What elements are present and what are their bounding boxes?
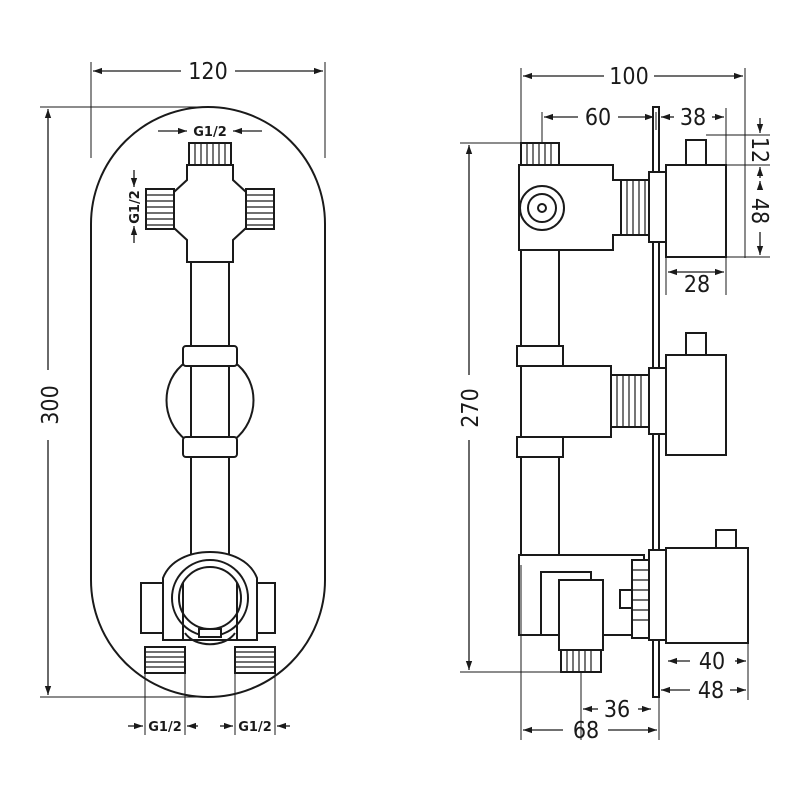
bottom-valve-body xyxy=(140,550,276,674)
front-vertical-pipe xyxy=(165,261,255,563)
side-handle-offset-dimension: 38 xyxy=(661,105,727,165)
total-depth-label: 100 xyxy=(609,64,649,90)
thermostat-depth-label: 48 xyxy=(698,678,724,704)
bottom-right-connection-label: G1/2 xyxy=(238,720,272,735)
side-thermostat-depth-dimension: 48 xyxy=(658,678,746,740)
thermostat-width-label: 40 xyxy=(699,649,725,675)
left-connection-callout: G1/2 xyxy=(128,170,143,243)
thermostat-cartridge xyxy=(518,529,749,673)
left-connection-label: G1/2 xyxy=(128,190,143,224)
bottom-right-connection-callout: G1/2 xyxy=(220,673,290,735)
side-height-label: 270 xyxy=(458,388,484,428)
side-view: 100 60 38 12 4 xyxy=(458,64,772,744)
body-depth-label: 60 xyxy=(585,105,611,131)
side-handle-height-dimension: 48 xyxy=(726,181,772,258)
front-width-dimension: 120 xyxy=(90,59,326,158)
front-height-dimension: 300 xyxy=(38,106,208,698)
top-connection-label: G1/2 xyxy=(193,125,227,140)
upper-diverter xyxy=(518,139,727,258)
handle-height-label: 48 xyxy=(746,198,772,224)
side-handle-width-dimension: 28 xyxy=(665,257,727,298)
bottom-depth-label: 68 xyxy=(573,718,599,744)
front-height-label: 300 xyxy=(38,385,64,425)
upper-cross-fitting xyxy=(145,142,275,263)
side-height-dimension: 270 xyxy=(458,142,561,673)
side-handle-cap-dimension: 12 xyxy=(706,118,772,178)
front-width-label: 120 xyxy=(188,59,228,85)
side-total-depth-dimension: 100 xyxy=(520,64,746,258)
handle-offset-label: 38 xyxy=(680,105,706,131)
side-thermostat-width-dimension: 40 xyxy=(668,643,749,700)
side-outlet-offset-dimension: 36 xyxy=(580,672,651,740)
bottom-left-connection-label: G1/2 xyxy=(148,720,182,735)
bottom-left-connection-callout: G1/2 xyxy=(128,673,198,735)
handle-cap-label: 12 xyxy=(746,137,772,163)
outlet-offset-label: 36 xyxy=(604,697,630,723)
side-body-depth-dimension: 60 xyxy=(541,105,657,143)
front-view: 120 300 G1/2 G1/2 xyxy=(38,59,326,735)
top-connection-callout: G1/2 xyxy=(158,125,262,140)
handle-width-label: 28 xyxy=(684,272,710,298)
side-bottom-depth-dimension: 68 xyxy=(520,565,657,744)
middle-diverter xyxy=(516,332,727,458)
